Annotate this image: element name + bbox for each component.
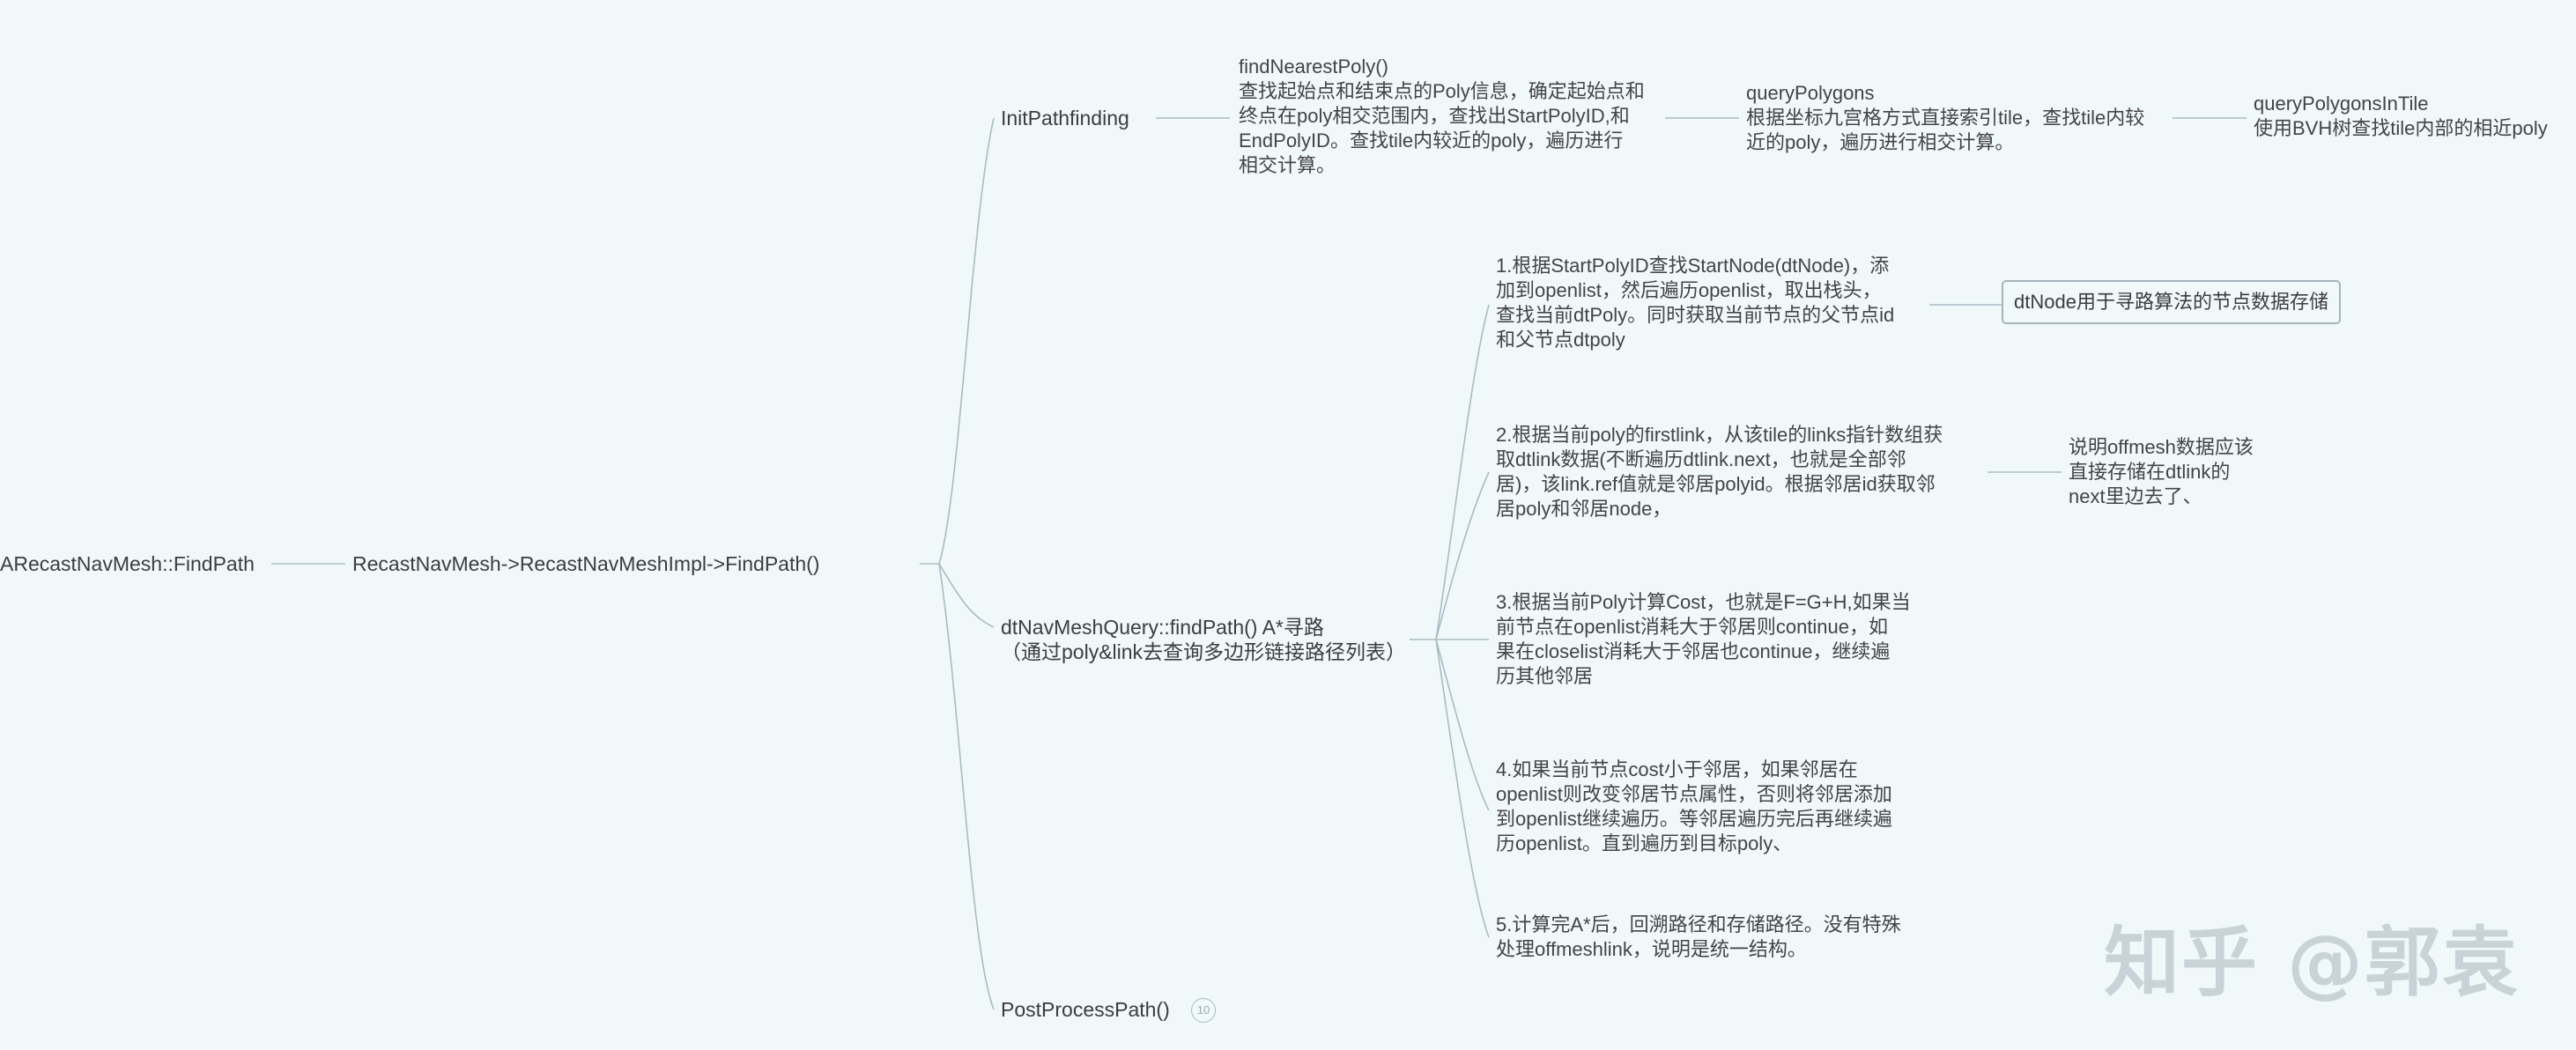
root-node[interactable]: ARecastNavMesh::FindPath bbox=[0, 552, 255, 575]
step-1-node[interactable]: 1.根据StartPolyID查找StartNode(dtNode)，添 加到o… bbox=[1496, 255, 1895, 351]
level1-node[interactable]: RecastNavMesh->RecastNavMeshImpl->FindPa… bbox=[352, 552, 820, 575]
query-polygons-node[interactable]: queryPolygons 根据坐标九宫格方式直接索引tile，查找tile内较… bbox=[1746, 82, 2145, 153]
step-4-node[interactable]: 4.如果当前节点cost小于邻居，如果邻居在 openlist则改变邻居节点属性… bbox=[1496, 758, 1892, 854]
step-2-node[interactable]: 2.根据当前poly的firstlink，从该tile的links指针数组获 取… bbox=[1496, 424, 1943, 520]
connector-to-post bbox=[938, 563, 995, 1010]
post-process-path-node[interactable]: PostProcessPath() bbox=[1001, 998, 1170, 1021]
init-pathfinding-node[interactable]: InitPathfinding bbox=[1001, 107, 1129, 129]
connector-to-step1 bbox=[1435, 304, 1490, 640]
connector-to-init bbox=[938, 117, 995, 565]
dtnode-note-box[interactable]: dtNode用于寻路算法的节点数据存储 bbox=[2002, 280, 2341, 324]
connector-to-step2 bbox=[1435, 471, 1490, 640]
connector-to-find bbox=[938, 563, 995, 628]
find-path-node[interactable]: dtNavMeshQuery::findPath() A*寻路 （通过poly&… bbox=[1001, 616, 1407, 663]
step-5-node[interactable]: 5.计算完A*后，回溯路径和存储路径。没有特殊 处理offmeshlink，说明… bbox=[1496, 913, 1901, 960]
find-nearest-poly-node[interactable]: findNearestPoly() 查找起始点和结束点的Poly信息，确定起始点… bbox=[1239, 55, 1645, 176]
query-polygons-in-tile-node[interactable]: queryPolygonsInTile 使用BVH树查找tile内部的相近pol… bbox=[2254, 92, 2548, 139]
connector-to-step4 bbox=[1435, 639, 1490, 811]
offmesh-note-node[interactable]: 说明offmesh数据应该 直接存储在dtlink的 next里边去了、 bbox=[2069, 436, 2254, 507]
zhihu-watermark: 知乎 @郭袁 bbox=[2104, 919, 2520, 1007]
connector-to-step5 bbox=[1435, 639, 1490, 938]
collapse-count-badge[interactable]: 10 bbox=[1191, 998, 1216, 1023]
step-3-node[interactable]: 3.根据当前Poly计算Cost，也就是F=G+H,如果当 前节点在openli… bbox=[1496, 591, 1911, 687]
